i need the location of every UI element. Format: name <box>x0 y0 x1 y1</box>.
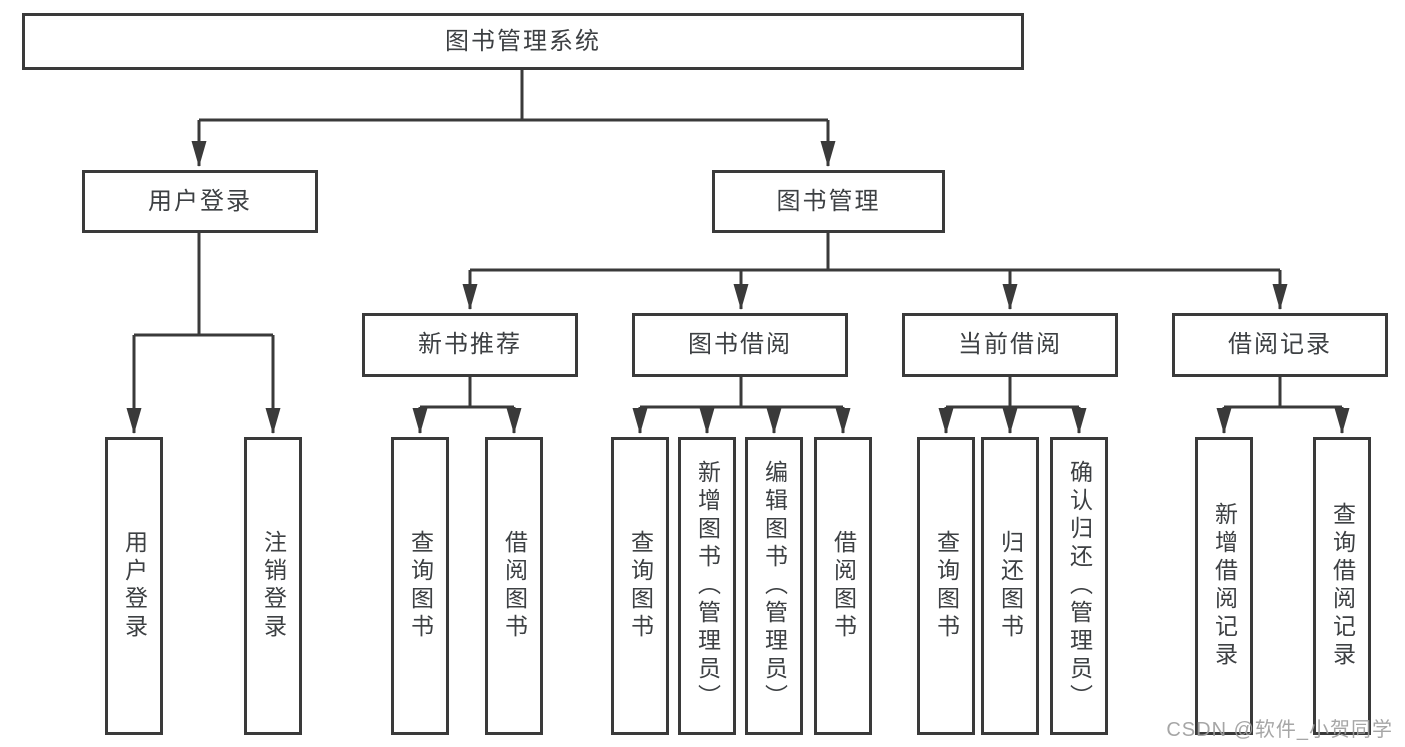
csdn-watermark: CSDN @软件_小贺同学 <box>1166 719 1393 741</box>
node-library-management-system: 图书管理系统 <box>22 13 1024 70</box>
leaf-query-books-current: 查询图书 <box>917 437 975 735</box>
leaf-add-borrow-record: 新增借阅记录 <box>1195 437 1253 735</box>
node-new-book-recommendation: 新书推荐 <box>362 313 578 377</box>
leaf-edit-books-admin: 编辑图书（管理员） <box>745 437 803 735</box>
node-borrowing-records: 借阅记录 <box>1172 313 1388 377</box>
leaf-confirm-return-admin: 确认归还（管理员） <box>1050 437 1108 735</box>
node-book-borrowing: 图书借阅 <box>632 313 848 377</box>
node-book-management: 图书管理 <box>712 170 945 233</box>
node-current-borrowing: 当前借阅 <box>902 313 1118 377</box>
leaf-query-books-recommend: 查询图书 <box>391 437 449 735</box>
leaf-query-borrow-record: 查询借阅记录 <box>1313 437 1371 735</box>
leaf-add-books-admin: 新增图书（管理员） <box>678 437 736 735</box>
leaf-user-login: 用户登录 <box>105 437 163 735</box>
leaf-borrow-books-borrowing: 借阅图书 <box>814 437 872 735</box>
leaf-borrow-books-recommend: 借阅图书 <box>485 437 543 735</box>
node-user-login: 用户登录 <box>82 170 318 233</box>
leaf-return-books: 归还图书 <box>981 437 1039 735</box>
leaf-logout: 注销登录 <box>244 437 302 735</box>
leaf-query-books-borrowing: 查询图书 <box>611 437 669 735</box>
